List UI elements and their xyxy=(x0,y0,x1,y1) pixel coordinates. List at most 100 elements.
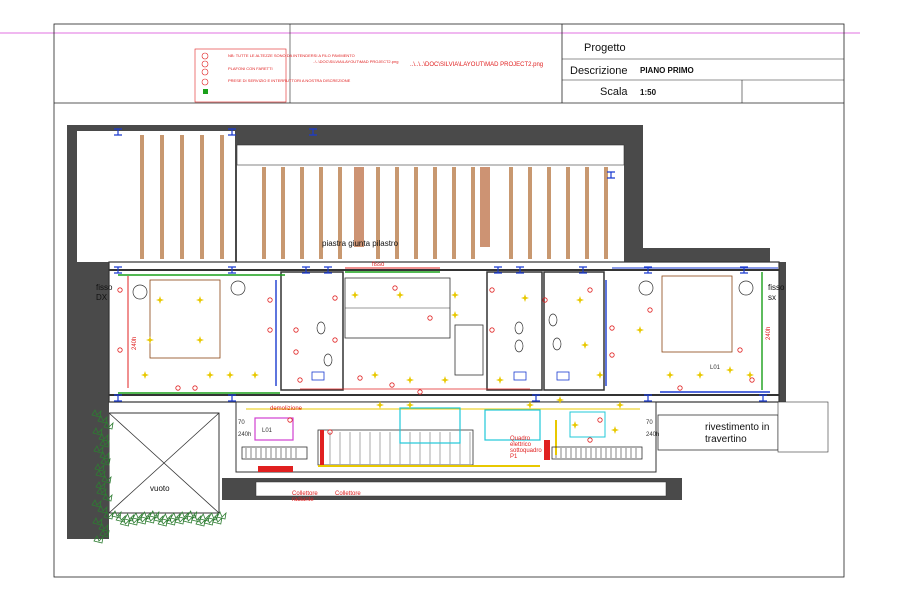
column-left xyxy=(67,262,77,409)
right-wall-slab xyxy=(777,401,829,453)
pillar-hatch-left xyxy=(354,167,364,247)
column-markers xyxy=(114,128,767,402)
leaf xyxy=(93,445,104,454)
light-points xyxy=(141,291,754,434)
column-right xyxy=(778,262,786,402)
leaf xyxy=(99,529,110,538)
light-star xyxy=(666,371,674,379)
slat xyxy=(319,167,323,259)
descrizione-label: Descrizione xyxy=(570,65,627,77)
leaf xyxy=(136,516,147,525)
outlet-symbol xyxy=(357,375,363,381)
toilet-fixture xyxy=(548,313,558,327)
column-marker xyxy=(114,394,122,402)
outlet-symbol xyxy=(117,287,123,293)
leaf xyxy=(111,510,122,519)
sanitary-fixtures xyxy=(132,280,754,381)
leaf xyxy=(182,515,193,524)
slat xyxy=(160,135,164,259)
slat xyxy=(281,167,285,259)
cyan-box-2 xyxy=(484,409,541,441)
leaf xyxy=(91,499,102,508)
legend-item-1: NB: TUTTE LE ALTEZZE SONO DA INTENDERSI … xyxy=(228,53,355,58)
outlet-symbol xyxy=(293,327,299,333)
outlet-symbol xyxy=(677,385,683,391)
radiator-left xyxy=(241,446,308,460)
outlet-symbol xyxy=(175,385,181,391)
outlet-symbol xyxy=(417,389,423,395)
dim-240-right: 240h xyxy=(646,432,659,438)
fisso-sx-line2: sx xyxy=(768,293,776,302)
descrizione-value: PIANO PRIMO xyxy=(640,66,694,75)
outlet-symbol xyxy=(609,352,615,358)
leaf xyxy=(95,469,106,478)
light-star xyxy=(526,401,534,409)
outlet-symbol xyxy=(587,437,593,443)
outlet-symbol xyxy=(427,315,433,321)
slat xyxy=(300,167,304,259)
outlet-symbol xyxy=(192,385,198,391)
outlet-symbol xyxy=(332,295,338,301)
leaf xyxy=(119,518,130,527)
outlet-symbol xyxy=(489,327,495,333)
bathroom-left xyxy=(280,271,344,391)
sink-fixture xyxy=(556,371,570,381)
collettore-radiante-label: Collettore radiante xyxy=(292,491,319,503)
piastra-label: piastra giunta pilastro xyxy=(322,239,399,248)
slat xyxy=(433,167,437,259)
light-star xyxy=(396,291,404,299)
outlet-symbol xyxy=(267,327,273,333)
leaf xyxy=(98,523,109,532)
leaf xyxy=(199,513,210,522)
magenta-box xyxy=(254,417,294,441)
light-star xyxy=(226,371,234,379)
light-star xyxy=(451,311,459,319)
leaf xyxy=(149,510,160,519)
wooden-deck-slats xyxy=(140,135,608,259)
leaf xyxy=(100,457,111,466)
outlet-points xyxy=(117,285,755,443)
slat xyxy=(414,167,418,259)
leaf xyxy=(195,518,206,527)
light-star xyxy=(636,326,644,334)
outlet-symbol xyxy=(389,382,395,388)
slat xyxy=(180,135,184,259)
leaf xyxy=(91,409,102,418)
cyan-box-3 xyxy=(569,411,606,438)
bed-left xyxy=(149,279,221,359)
leaf xyxy=(98,433,109,442)
fisso-dx-line2: DX xyxy=(96,293,108,302)
outlet-symbol xyxy=(332,337,338,343)
light-star xyxy=(371,371,379,379)
leaf xyxy=(165,517,177,526)
column-marker xyxy=(579,266,587,274)
light-star xyxy=(441,376,449,384)
outlet-symbol xyxy=(597,417,603,423)
column-marker xyxy=(228,266,236,274)
stair-steps xyxy=(245,432,637,464)
light-star xyxy=(616,401,624,409)
leaf xyxy=(186,510,198,519)
light-star xyxy=(451,291,459,299)
light-star xyxy=(611,426,619,434)
leaf xyxy=(207,512,219,521)
fisso-dx-label: fisso DX xyxy=(96,283,115,302)
light-star xyxy=(251,371,259,379)
slat xyxy=(262,167,266,259)
legend-symbol-4 xyxy=(201,78,209,86)
column-marker xyxy=(114,128,122,136)
h240-left: 240h xyxy=(132,337,138,350)
light-star xyxy=(556,396,564,404)
title-block: Progetto Descrizione PIANO PRIMO Scala 1… xyxy=(54,24,844,104)
cyan-box-1 xyxy=(399,407,461,444)
slat xyxy=(395,167,399,259)
interior-floor xyxy=(108,261,780,403)
column-marker xyxy=(324,266,332,274)
vuoto-label: vuoto xyxy=(150,484,170,493)
column-marker xyxy=(309,128,317,136)
lamp-fixture xyxy=(638,280,654,296)
outlet-symbol xyxy=(587,287,593,293)
leaf xyxy=(140,511,151,520)
column-marker xyxy=(644,394,652,402)
slat xyxy=(338,167,342,259)
